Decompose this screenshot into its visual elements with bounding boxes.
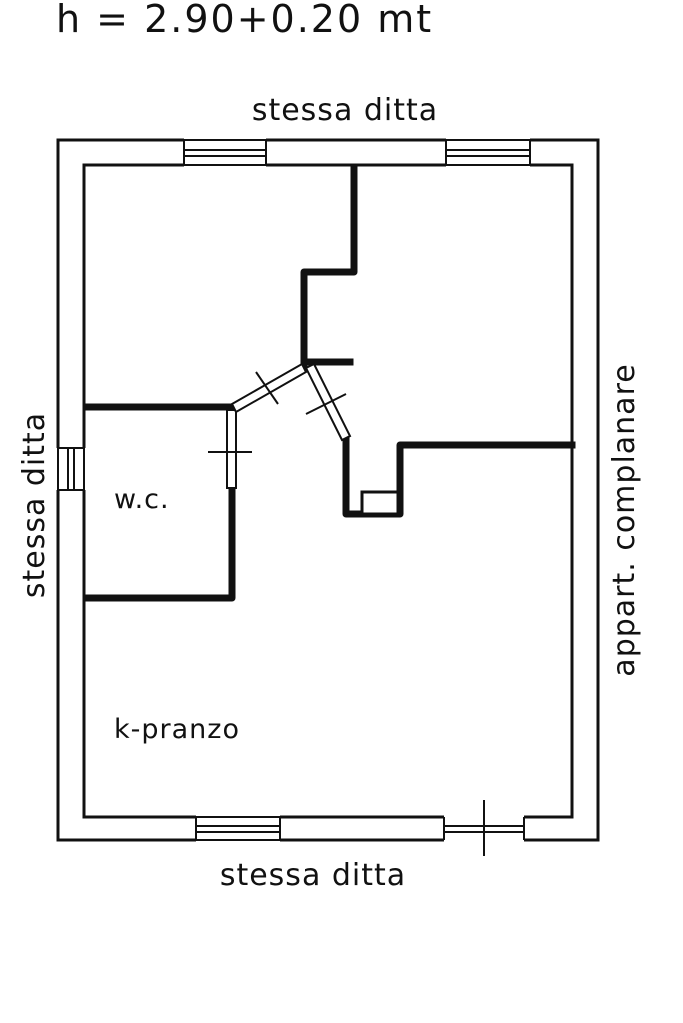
window-top-right xyxy=(445,138,531,168)
window-bottom-left xyxy=(195,815,281,843)
room-label-wc: w.c. xyxy=(114,484,170,515)
window-left xyxy=(56,447,86,491)
label-top-neighbor: stessa ditta xyxy=(252,93,438,128)
kitchen-pier xyxy=(342,436,576,518)
label-bottom-neighbor: stessa ditta xyxy=(220,858,406,893)
door-wc xyxy=(208,409,252,489)
entrance-door-bottom xyxy=(443,800,525,856)
height-note: h = 2.90+0.20 mt xyxy=(56,0,433,41)
interior-walls xyxy=(82,164,576,602)
label-left-neighbor: stessa ditta xyxy=(17,412,52,598)
partition-upper xyxy=(300,164,358,370)
room-label-kitchen: k-pranzo xyxy=(114,714,240,745)
door-hall xyxy=(304,362,352,442)
label-right-neighbor: appart. complanare xyxy=(607,363,642,676)
fixture-box xyxy=(360,490,400,516)
window-top-left xyxy=(183,138,267,168)
door-bedroom xyxy=(230,362,308,414)
wc-right-wall xyxy=(84,482,236,602)
